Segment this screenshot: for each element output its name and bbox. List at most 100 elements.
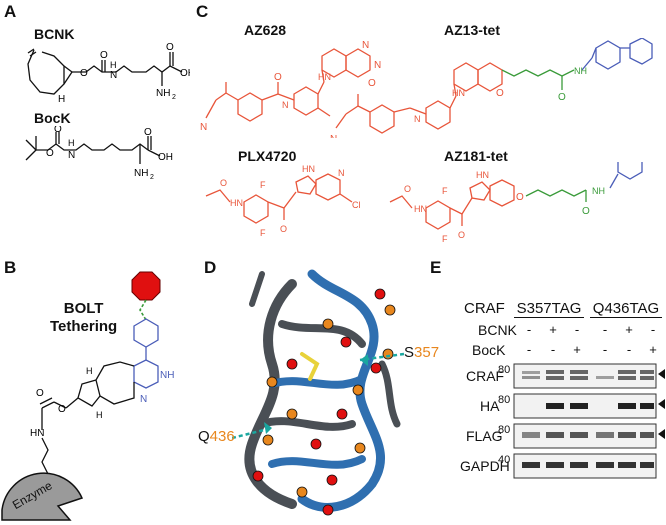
svg-text:O: O — [368, 78, 376, 89]
svg-text:NH: NH — [574, 66, 587, 76]
svg-text:F: F — [260, 228, 266, 238]
blot-arrow-flag-icon — [658, 429, 665, 439]
compound-name-az181tet: AZ181-tet — [444, 148, 508, 164]
wb-row-bcnk-label: BCNK — [478, 322, 517, 338]
svg-text:O: O — [458, 230, 465, 240]
svg-text:O: O — [558, 92, 566, 103]
compound-name-bcnk: BCNK — [34, 26, 75, 42]
svg-text:O: O — [274, 72, 282, 83]
svg-text:O: O — [80, 68, 88, 79]
atom-n2: N — [140, 394, 147, 405]
svg-text:F: F — [442, 186, 448, 196]
wb-sign: - — [626, 342, 632, 357]
blot-label-craf: CRAF — [466, 368, 505, 384]
wb-sign: + — [649, 342, 657, 357]
compound-name-az13tet: AZ13-tet — [444, 22, 501, 38]
blot-mw-gapdh: 40 — [498, 454, 511, 466]
blot-mw-ha: 80 — [498, 394, 511, 406]
svg-text:O: O — [54, 126, 62, 135]
svg-text:Cl: Cl — [352, 200, 361, 210]
svg-text:H: H — [110, 60, 117, 70]
svg-text:N: N — [374, 60, 381, 71]
wb-sign: + — [549, 322, 557, 337]
svg-text:HN: HN — [318, 72, 331, 82]
bolt-title-line1: BOLT — [63, 300, 104, 317]
bolt-title-line2: Tethering — [50, 318, 118, 335]
svg-text:O: O — [280, 224, 287, 234]
bolt-tethering-title: BOLT Tethering — [50, 300, 117, 336]
svg-text:H: H — [68, 138, 75, 148]
svg-text:N: N — [200, 122, 207, 133]
plx4720-structure: O HN F F O HN N Cl — [205, 164, 361, 238]
site-q436-number: 436 — [209, 428, 235, 445]
panel-a-letter: A — [4, 2, 17, 21]
blot-label-gapdh: GAPDH — [460, 458, 510, 474]
blot-label-flag: FLAG — [466, 428, 503, 444]
svg-text:HN: HN — [302, 164, 315, 174]
site-s357-label: S357 — [404, 344, 439, 361]
wb-header-craf: CRAF — [464, 300, 505, 317]
svg-text:O: O — [166, 42, 174, 53]
octagon-warhead-icon — [131, 271, 161, 301]
wb-group-s357tag: S357TAG — [514, 300, 584, 318]
panel-c-letter: C — [196, 2, 209, 21]
svg-text:2: 2 — [150, 174, 154, 181]
panel-b-letter: B — [4, 258, 17, 277]
svg-text:NH: NH — [156, 88, 170, 99]
site-q436-letter: Q — [198, 428, 210, 445]
svg-text:OH: OH — [158, 152, 173, 163]
svg-text:N: N — [330, 134, 337, 138]
svg-text:HN: HN — [476, 170, 489, 180]
wb-sign: - — [574, 322, 580, 337]
svg-text:N: N — [110, 70, 117, 81]
compound-name-az628: AZ628 — [244, 22, 287, 38]
wb-sign: - — [526, 322, 532, 337]
wb-sign: - — [602, 342, 608, 357]
svg-text:2: 2 — [172, 94, 176, 101]
blot-mw-flag: 80 — [498, 424, 511, 436]
blot-arrow-ha-icon — [658, 399, 665, 409]
site-s357-number: 357 — [414, 344, 440, 361]
wb-group-q436tag: Q436TAG — [590, 300, 662, 318]
az628-structure: N O N HN N O N — [200, 40, 381, 133]
compound-name-bock: BocK — [34, 110, 71, 126]
svg-text:HN: HN — [414, 204, 427, 214]
site-q436-label: Q436 — [198, 428, 235, 445]
az181tet-structure: O HN F F O HN O O NH — [389, 162, 643, 244]
atom-h1: H — [86, 366, 93, 376]
craf-protein-structure — [232, 269, 405, 516]
wb-sign: + — [573, 342, 581, 357]
wb-sign: - — [602, 322, 608, 337]
bcnk-h-atom: H — [58, 94, 65, 105]
svg-text:NH: NH — [592, 186, 605, 196]
bolt-tethering-diagram: O O HN H H NH N — [1, 271, 174, 521]
svg-text:O: O — [100, 50, 108, 61]
az13tet-structure: N HN N O O NH — [330, 38, 653, 138]
svg-text:N: N — [282, 100, 289, 110]
atom-nh: NH — [160, 370, 174, 381]
atom-h2: H — [96, 410, 103, 420]
svg-text:O: O — [404, 184, 411, 194]
wb-sign: + — [625, 322, 633, 337]
svg-text:O: O — [220, 178, 227, 188]
wb-sign: - — [526, 342, 532, 357]
svg-text:N: N — [68, 150, 75, 161]
wb-sign: - — [550, 342, 556, 357]
site-s357-letter: S — [404, 344, 415, 361]
bcnk-structure: H O O HN O OH NH2 — [27, 42, 190, 105]
atom-hn: HN — [30, 428, 44, 439]
svg-text:O: O — [582, 206, 590, 217]
wb-row-bock-label: BocK — [472, 342, 506, 358]
enzyme-icon — [1, 472, 84, 521]
svg-text:O: O — [46, 148, 54, 159]
blot-label-ha: HA — [480, 398, 500, 414]
svg-text:OH: OH — [180, 68, 190, 79]
panel-d-letter: D — [204, 258, 217, 277]
wb-sign: - — [650, 322, 656, 337]
svg-text:O: O — [516, 192, 524, 203]
panel-e-letter: E — [430, 258, 442, 277]
svg-text:N: N — [414, 114, 421, 124]
svg-text:HN: HN — [452, 88, 465, 98]
western-blot-images — [513, 363, 657, 479]
